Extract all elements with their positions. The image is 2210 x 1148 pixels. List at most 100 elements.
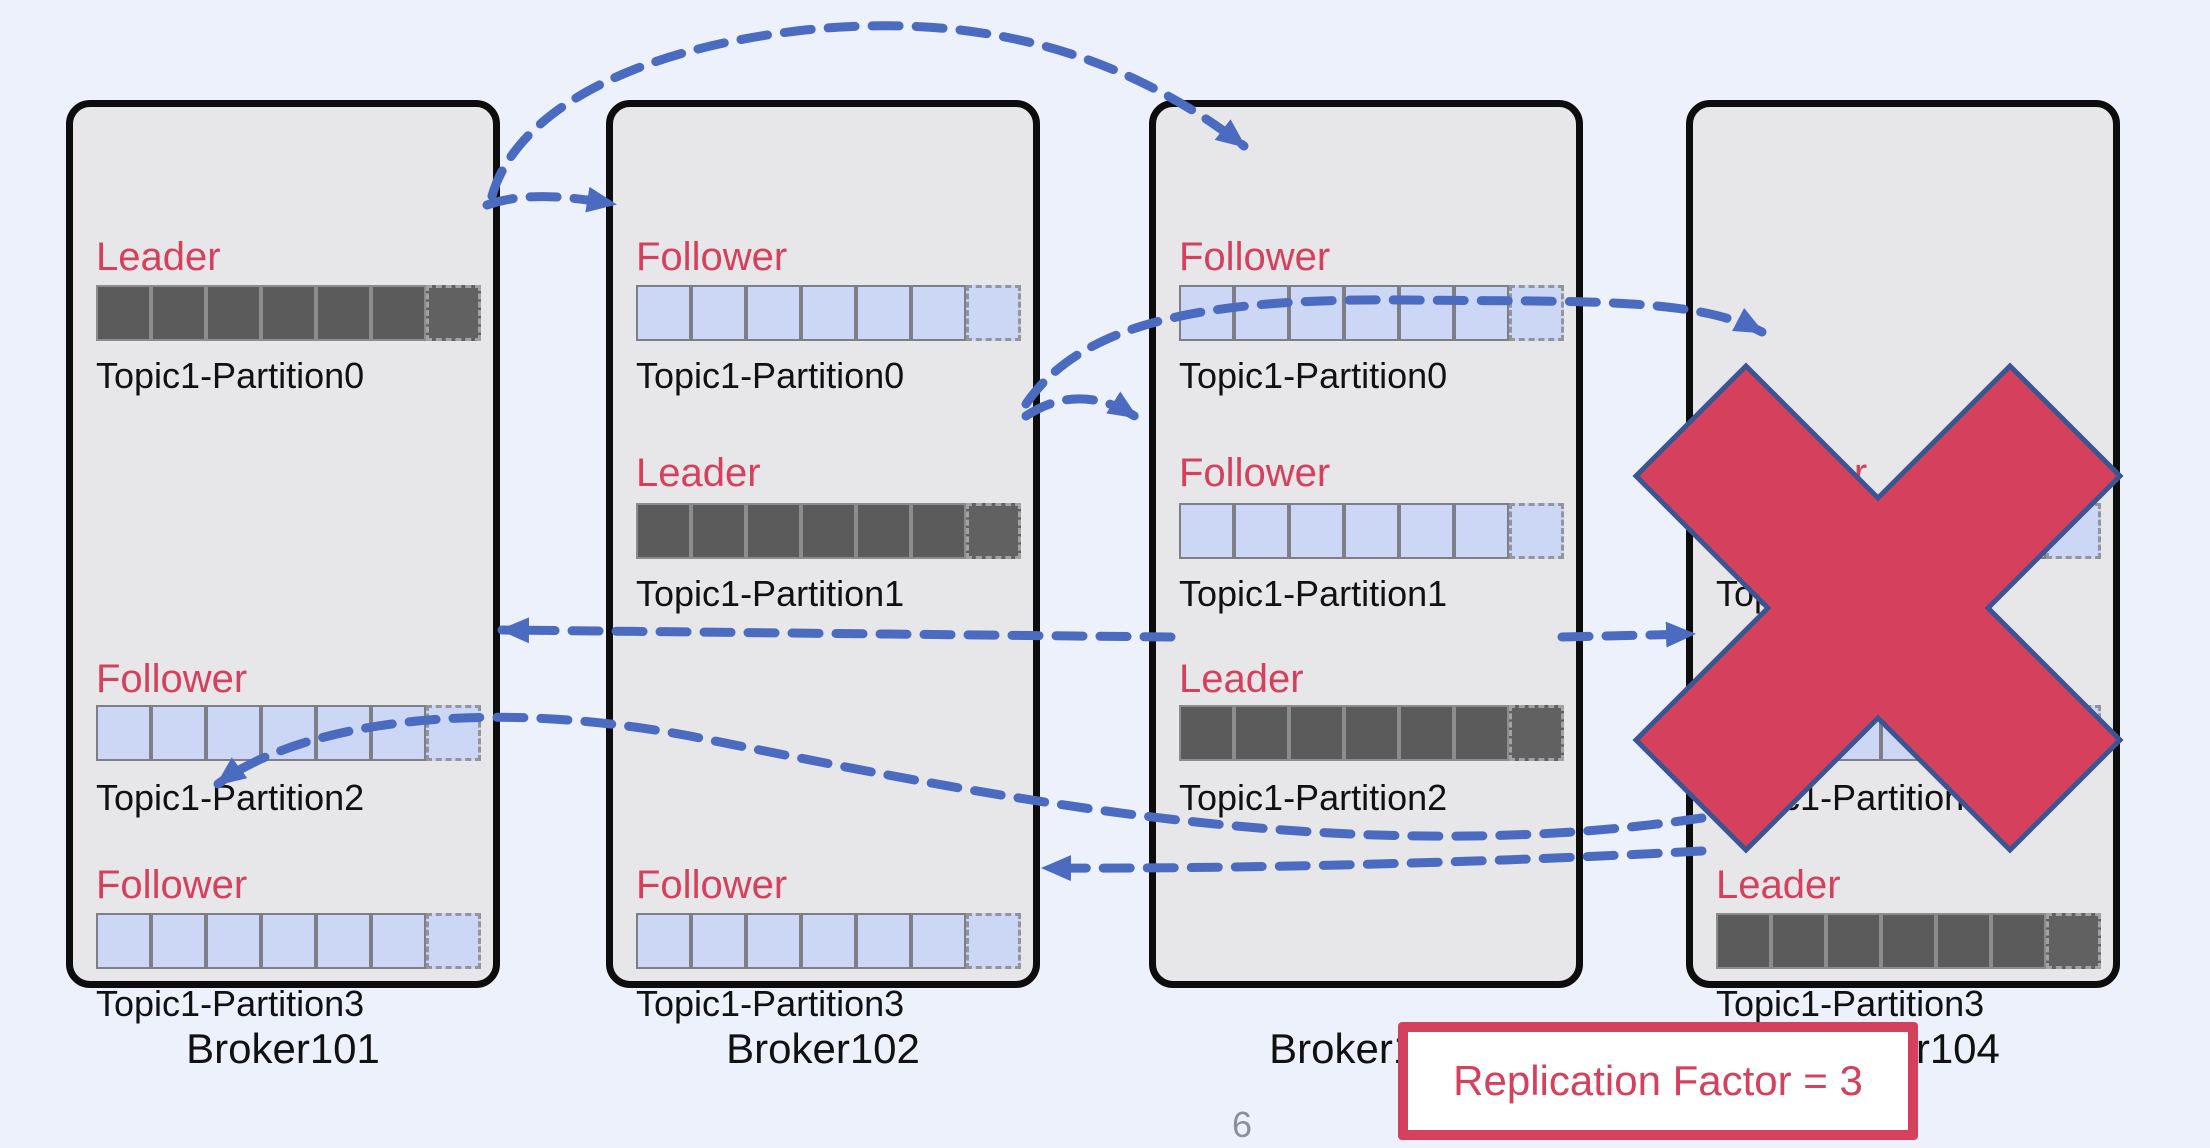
partition-topic-label: Topic1-Partition3	[96, 983, 365, 1024]
broker-name-label: Broker102	[726, 1025, 920, 1072]
partition-topic-label: Topic1-Partition1	[636, 573, 905, 614]
log-segment-cell	[1234, 285, 1289, 341]
partition-bar-follower	[96, 705, 481, 761]
log-segment-cell	[911, 913, 966, 969]
replication-factor-label: Replication Factor = 3	[1453, 1057, 1863, 1104]
log-segment-cell	[1936, 913, 1991, 969]
log-segment-cell	[1716, 705, 1771, 761]
log-segment-cell	[1826, 503, 1881, 559]
partition-topic-label: Topic1-Partition3	[1716, 983, 1985, 1024]
log-segment-cell-pending	[966, 913, 1021, 969]
log-segment-cell-pending	[966, 285, 1021, 341]
log-segment-cell	[261, 285, 316, 341]
partition-topic-label: Topic1-Partition3	[636, 983, 905, 1024]
log-segment-cell	[1344, 705, 1399, 761]
log-segment-cell	[746, 503, 801, 559]
partition-role-label: Leader	[96, 235, 221, 279]
log-segment-cell	[1716, 503, 1771, 559]
log-segment-cell	[151, 285, 206, 341]
partition-topic-label: Topic1-Partition0	[1179, 355, 1448, 396]
partition-role-label: Leader	[1179, 657, 1304, 701]
log-segment-cell	[1179, 705, 1234, 761]
partition-role-label: Follower	[96, 657, 248, 701]
log-segment-cell-pending	[2046, 503, 2101, 559]
replication-arrow-2	[1021, 391, 1141, 422]
log-segment-cell	[801, 285, 856, 341]
partition-topic-label: Topic1-Partition2	[96, 777, 365, 818]
log-segment-cell	[801, 913, 856, 969]
log-segment-cell	[691, 913, 746, 969]
log-segment-cell	[691, 503, 746, 559]
log-segment-cell	[856, 503, 911, 559]
log-segment-cell	[911, 285, 966, 341]
log-segment-cell	[261, 913, 316, 969]
partition-bar-follower	[636, 285, 1021, 341]
log-segment-cell	[1881, 503, 1936, 559]
log-segment-cell	[1771, 913, 1826, 969]
log-segment-cell	[801, 503, 856, 559]
partition-bar-follower	[1716, 705, 2101, 761]
log-segment-cell-pending	[1509, 503, 1564, 559]
log-segment-cell	[1991, 705, 2046, 761]
log-segment-cell	[151, 913, 206, 969]
log-segment-cell	[1289, 285, 1344, 341]
partition-role-label: Follower	[636, 863, 788, 907]
replication-factor-box: Replication Factor = 3	[1398, 1022, 1918, 1140]
log-segment-cell	[371, 705, 426, 761]
log-segment-cell	[1881, 705, 1936, 761]
log-segment-cell	[1454, 285, 1509, 341]
partition-bar-follower	[1179, 503, 1564, 559]
log-segment-cell	[1399, 503, 1454, 559]
partition-role-label: Leader	[636, 451, 761, 495]
partition-topic-label: Topic1-Partition0	[96, 355, 365, 396]
log-segment-cell-pending	[2046, 705, 2101, 761]
log-segment-cell	[856, 285, 911, 341]
log-segment-cell	[96, 705, 151, 761]
log-segment-cell	[636, 285, 691, 341]
log-segment-cell	[96, 285, 151, 341]
log-segment-cell	[1399, 705, 1454, 761]
partition-bar-leader	[96, 285, 481, 341]
log-segment-cell	[1936, 503, 1991, 559]
log-segment-cell	[1826, 913, 1881, 969]
log-segment-cell	[371, 913, 426, 969]
log-segment-cell	[1179, 285, 1234, 341]
partition-role-label: Follower	[1716, 451, 1868, 495]
broker-name-label: Broker101	[186, 1025, 380, 1072]
log-segment-cell	[1826, 705, 1881, 761]
partition-role-label: Follower	[1716, 657, 1868, 701]
partition-role-label: Follower	[636, 235, 788, 279]
replication-arrow-0	[482, 186, 619, 213]
partition-bar-leader	[1179, 705, 1564, 761]
log-segment-cell	[1289, 503, 1344, 559]
log-segment-cell-pending	[966, 503, 1021, 559]
partition-bar-follower	[96, 913, 481, 969]
partition-role-label: Follower	[1179, 235, 1331, 279]
log-segment-cell	[206, 705, 261, 761]
partition-topic-label: Topic1-Partition0	[636, 355, 905, 396]
log-segment-cell	[1771, 705, 1826, 761]
log-segment-cell	[1454, 503, 1509, 559]
log-segment-cell	[316, 285, 371, 341]
log-segment-cell	[746, 913, 801, 969]
log-segment-cell	[1716, 913, 1771, 969]
log-segment-cell	[1179, 503, 1234, 559]
log-segment-cell	[1399, 285, 1454, 341]
log-segment-cell	[691, 285, 746, 341]
partition-topic-label: Topic1-Partition1	[1179, 573, 1448, 614]
log-segment-cell	[636, 913, 691, 969]
page-number: 6	[1232, 1104, 1253, 1145]
log-segment-cell	[96, 913, 151, 969]
log-segment-cell-pending	[1509, 705, 1564, 761]
partition-bar-follower	[1179, 285, 1564, 341]
log-segment-cell	[1234, 503, 1289, 559]
partition-bar-leader	[1716, 913, 2101, 969]
log-segment-cell	[1991, 503, 2046, 559]
partition-role-label: Follower	[96, 863, 248, 907]
log-segment-cell-pending	[426, 913, 481, 969]
partition-topic-label: Topic1-Partition2	[1179, 777, 1448, 818]
log-segment-cell	[316, 913, 371, 969]
